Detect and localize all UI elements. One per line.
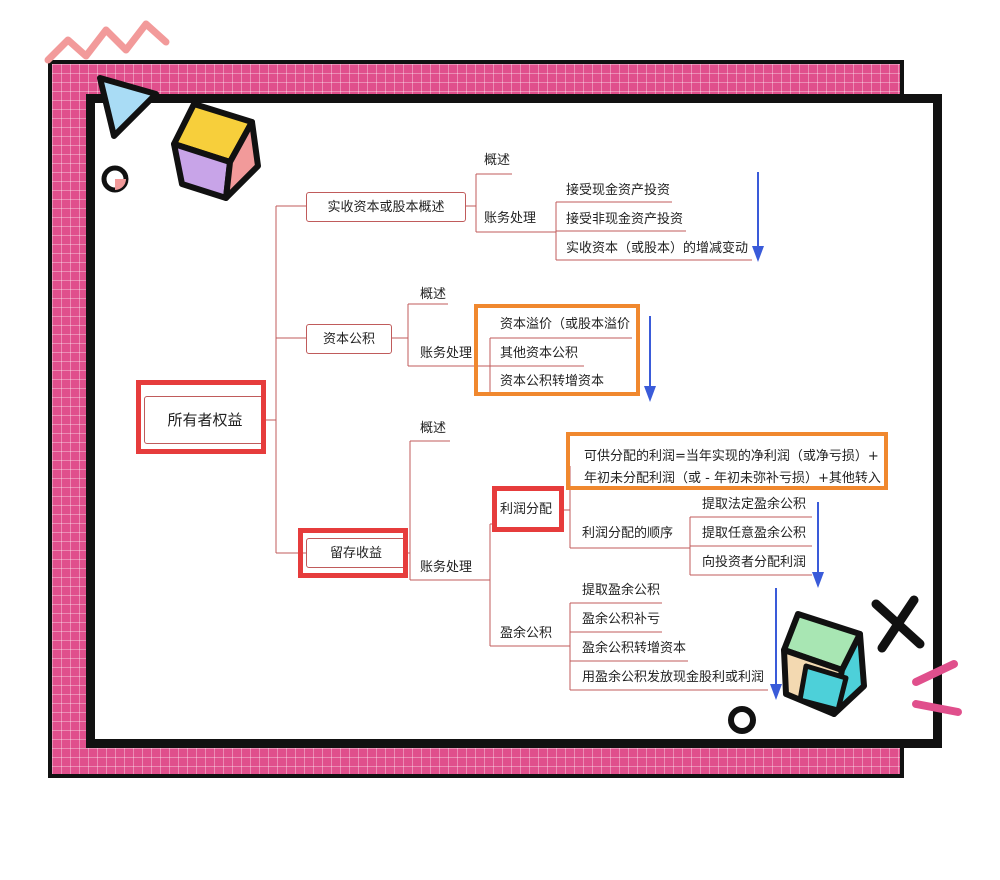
retained-earnings-highlight [298,528,408,578]
branch1-item-2: 接受非现金资产投资 [566,213,683,226]
surplus-reserve-node: 盈余公积 [500,627,552,640]
surplus-item-1: 提取盈余公积 [582,584,660,597]
surplus-item-4: 用盈余公积发放现金股利或利润 [582,671,764,684]
order-item-1: 提取法定盈余公积 [702,498,806,511]
surplus-item-3: 盈余公积转增资本 [582,642,686,655]
surplus-item-2: 盈余公积补亏 [582,613,660,626]
order-item-3: 向投资者分配利润 [702,556,806,569]
formula-highlight [566,432,888,490]
branch1-item-3: 实收资本（或股本）的增减变动 [566,242,748,255]
profit-distribution-highlight [492,486,564,532]
branch1-overview: 概述 [484,154,510,167]
branch2-accounting: 账务处理 [420,347,472,360]
root-highlight [136,380,266,454]
branch-paid-in-capital: 实收资本或股本概述 [306,192,466,222]
order-item-2: 提取任意盈余公积 [702,527,806,540]
branch-capital-reserve: 资本公积 [306,324,392,354]
branch1-item-1: 接受现金资产投资 [566,184,670,197]
branch2-overview: 概述 [420,288,446,301]
branch1-accounting: 账务处理 [484,212,536,225]
distribution-order-node: 利润分配的顺序 [582,527,673,540]
branch3-accounting: 账务处理 [420,561,472,574]
branch3-overview: 概述 [420,422,446,435]
capital-reserve-highlight [474,304,640,396]
